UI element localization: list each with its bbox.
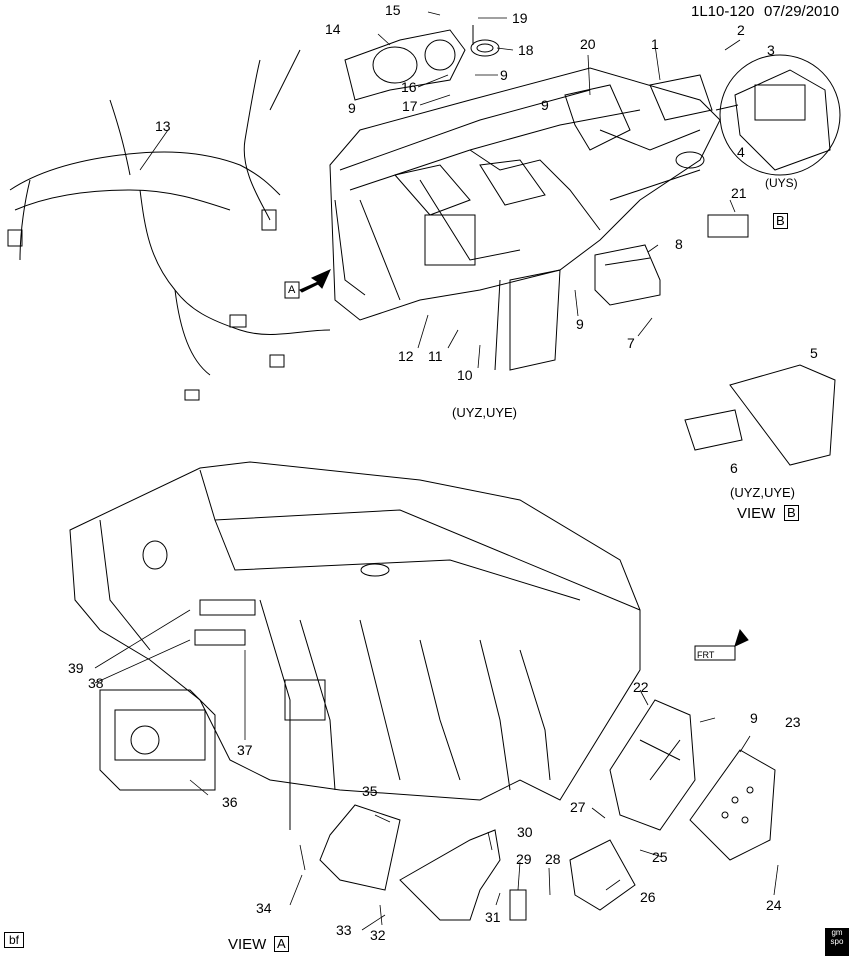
callout-20: 20 [580, 36, 596, 52]
callout-7: 7 [627, 335, 635, 351]
callout-12: 12 [398, 348, 414, 364]
callout-24: 24 [766, 897, 782, 913]
label-bf: bf [4, 932, 25, 948]
callout-17: 17 [402, 98, 418, 114]
gm-spo-logo: gm spo [825, 928, 849, 956]
callout-21: 21 [731, 185, 747, 201]
frt-arrow-head [734, 628, 749, 647]
instrument-cluster-14 [344, 29, 466, 101]
callout-22: 22 [633, 679, 649, 695]
view-a-arrow [299, 269, 331, 293]
label-view-a-text: VIEW [228, 936, 267, 953]
callout-30: 30 [517, 824, 533, 840]
module-26 [569, 839, 636, 911]
callout-37: 37 [237, 742, 253, 758]
dash-frame [69, 461, 641, 830]
callout-34: 34 [256, 900, 272, 916]
callout-35: 35 [362, 783, 378, 799]
callout-18: 18 [518, 42, 534, 58]
diagram-code: 1L10-120 [691, 3, 755, 20]
callout-32: 32 [370, 927, 386, 943]
callout-3: 3 [767, 42, 775, 58]
callout-6: 6 [730, 460, 738, 476]
callout-9e: 9 [750, 710, 758, 726]
callout-5: 5 [810, 345, 818, 361]
callout-11: 11 [428, 348, 443, 364]
arrow-a-box [284, 281, 300, 299]
label-uyz-uye-right: (UYZ,UYE) [730, 485, 795, 500]
bracket-30 [399, 829, 501, 921]
label-arrow-a: A [288, 284, 296, 296]
wiring-harness-13 [7, 49, 331, 401]
callout-9c: 9 [541, 97, 549, 113]
label-uyz-uye-center: (UYZ,UYE) [452, 405, 517, 420]
callout-2: 2 [737, 22, 745, 38]
callout-9b: 9 [500, 67, 508, 83]
callout-26: 26 [640, 889, 656, 905]
callout-16: 16 [401, 79, 417, 95]
module-8 [594, 244, 661, 306]
callout-10: 10 [457, 367, 473, 383]
callout-39: 39 [68, 660, 84, 676]
callout-23: 23 [785, 714, 801, 730]
diagram-date: 07/29/2010 [764, 3, 840, 20]
airbag-module-36 [99, 689, 216, 791]
callout-13: 13 [155, 118, 171, 134]
leader-lines [94, 11, 779, 931]
view-b-radio-5-6 [684, 364, 836, 466]
callout-1: 1 [651, 36, 659, 52]
frt-arrow [694, 645, 736, 661]
instrument-panel-upper [329, 67, 721, 371]
callout-15: 15 [385, 2, 401, 18]
bracket-20 [564, 84, 631, 151]
callout-38: 38 [88, 675, 104, 691]
callout-29: 29 [516, 851, 532, 867]
callout-19: 19 [512, 10, 528, 26]
bracket-29 [509, 889, 527, 921]
module-35 [319, 804, 401, 891]
logo-top-text: gm [831, 928, 843, 937]
callout-31: 31 [485, 909, 501, 925]
callout-33: 33 [336, 922, 352, 938]
switch-21 [707, 214, 749, 238]
callout-8: 8 [675, 236, 683, 252]
callout-28: 28 [545, 851, 561, 867]
callout-9d: 9 [576, 316, 584, 332]
callout-36: 36 [222, 794, 238, 810]
callout-4: 4 [737, 144, 745, 160]
label-view-b-letter: B [773, 213, 788, 229]
callout-14: 14 [325, 21, 341, 37]
callout-9a: 9 [348, 100, 356, 116]
callout-27: 27 [570, 799, 586, 815]
speaker-18 [470, 25, 500, 57]
label-view-b-box: B [784, 505, 799, 521]
display-1 [649, 74, 713, 121]
label-uys: (UYS) [765, 176, 798, 190]
module-23 [689, 749, 776, 861]
view-b-circle [715, 54, 841, 176]
module-22 [609, 699, 696, 831]
callout-25: 25 [652, 849, 668, 865]
label-view-a-box: A [274, 936, 289, 952]
label-frt: FRT [697, 650, 715, 660]
logo-bottom-text: spo [830, 937, 844, 946]
label-view-b-text: VIEW [737, 505, 776, 522]
